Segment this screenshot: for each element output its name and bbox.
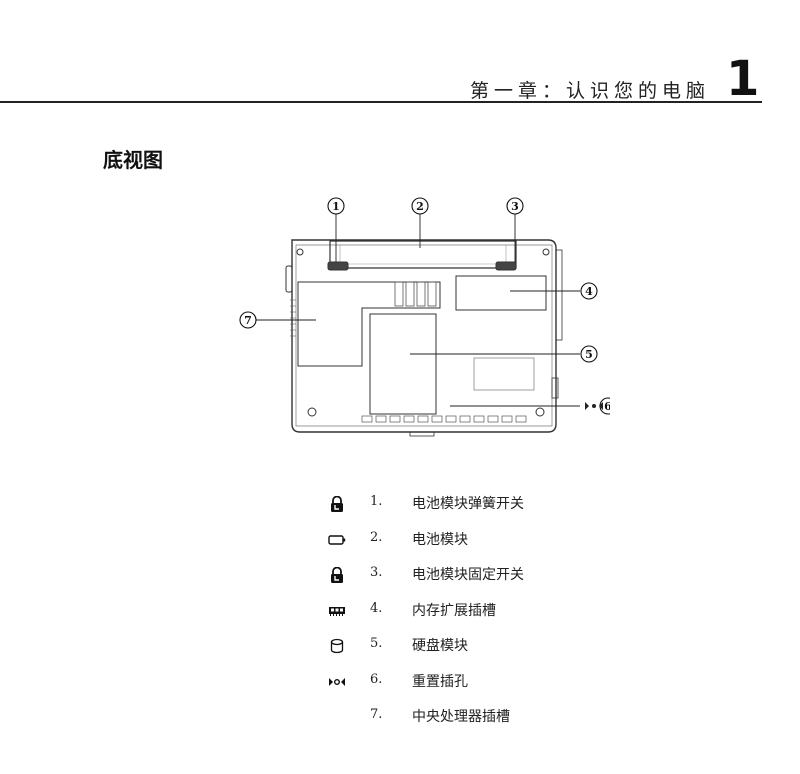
legend-item: 6. 重置插孔 [320,664,620,700]
legend-label: 中央处理器插槽 [412,709,510,725]
memory-module-icon [329,606,345,616]
battery-latch-1 [327,261,349,271]
section-title: 底视图 [103,148,163,172]
legend-number: 3. [370,565,383,580]
legend-number: 5. [370,636,383,651]
callout-5 [580,345,598,363]
callout-6-label: 6 [604,400,610,413]
callout-1 [327,197,345,215]
legend-number: 1. [370,494,383,509]
header-rule [0,101,762,103]
battery-latch-3 [495,261,517,271]
chapter-number: 1 [726,51,760,107]
legend-item: 1. 电池模块弹簧开关 [320,486,620,522]
laptop-bottom-diagram: 1 2 3 4 5 6 7 [230,190,617,454]
callout-7 [239,311,257,329]
legend-label: 内存扩展插槽 [412,602,496,619]
callout-7-label: 7 [244,314,252,327]
component-legend: 1. 电池模块弹簧开关 2. 电池模块 3. 电池模块固定开关 4. 内存扩展插… [320,486,620,735]
legend-label: 电池模块固定开关 [412,567,524,583]
legend-number: 2. [370,529,383,545]
lock-icon [331,567,343,583]
legend-item: 3. 电池模块固定开关 [320,557,620,593]
callout-2 [411,197,429,215]
callout-1-label: 1 [332,200,340,213]
lock-icon [331,496,343,512]
callout-3 [506,197,524,215]
callout-3-label: 3 [511,200,519,213]
hard-disk-panel [369,313,437,415]
callout-4-label: 4 [585,285,593,298]
legend-item: 4. 内存扩展插槽 [320,593,620,629]
legend-item: 2. 电池模块 [320,522,620,558]
page-header: 第一章：认识您的电脑 1 [0,0,800,110]
legend-label: 硬盘模块 [412,638,468,654]
legend-number: 7. [370,707,383,722]
legend-item: 7. 中央处理器插槽 [320,699,620,735]
reset-icon [585,402,603,410]
legend-label: 电池模块 [412,531,468,548]
legend-label: 重置插孔 [412,673,468,690]
hard-disk-icon [330,638,344,654]
battery-icon [328,534,346,545]
callout-4 [580,282,598,300]
legend-number: 4. [370,600,383,616]
chapter-title: 第一章：认识您的电脑 [470,80,711,102]
memory-panel [455,275,547,311]
cpu-panel [297,281,441,367]
callout-5-label: 5 [585,348,593,361]
laptop-bottom-illustration: 1 2 3 4 5 6 7 [239,197,617,437]
legend-label: 电池模块弹簧开关 [412,496,524,512]
reset-icon [329,677,345,686]
callout-2-label: 2 [416,200,424,213]
legend-number: 6. [370,671,383,687]
laptop-body-outline [291,239,557,433]
legend-item: 5. 硬盘模块 [320,628,620,664]
